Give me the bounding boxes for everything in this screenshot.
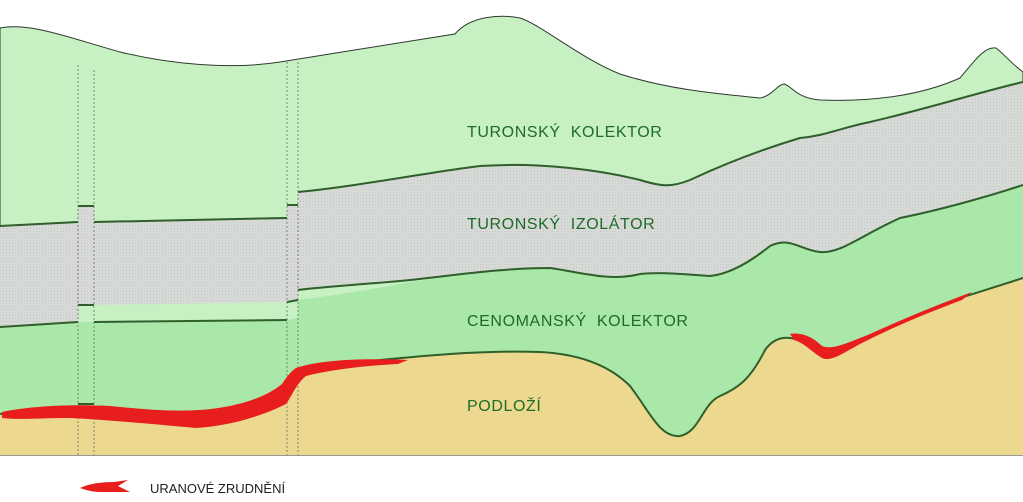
- uranium-mineralization: [2, 292, 972, 428]
- legend: URANOVÉ ZRUDNĚNÍ: [80, 480, 285, 496]
- top-izolator-boundary: [0, 81, 1023, 227]
- top-cenoman-boundary: [0, 184, 1023, 328]
- label-turonsky-kolektor: TURONSKÝ KOLEKTOR: [467, 122, 662, 141]
- label-podlozi: PODLOŽÍ: [467, 396, 541, 415]
- fault-step-left: [78, 205, 94, 405]
- legend-mineralization-label: URANOVÉ ZRUDNĚNÍ: [150, 481, 285, 496]
- label-cenomansky-kolektor: CENOMANSKÝ KOLEKTOR: [467, 311, 689, 330]
- turonsky-izolator-layer: [0, 82, 1023, 327]
- legend-mineralization-swatch: [80, 480, 130, 492]
- fault-lines: [77, 62, 299, 455]
- fault-step-right: [286, 204, 299, 303]
- label-turonsky-izolator: TURONSKÝ IZOLÁTOR: [467, 214, 655, 233]
- mineralization-left: [2, 359, 408, 428]
